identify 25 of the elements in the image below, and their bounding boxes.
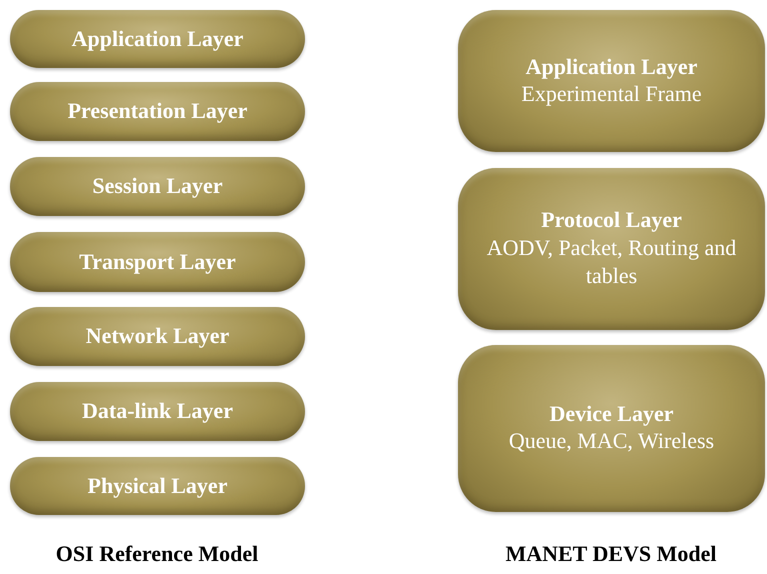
model-caption: MANET DEVS Model bbox=[505, 541, 717, 567]
layer-title: Network Layer bbox=[86, 323, 230, 350]
layer-description: Experimental Frame bbox=[521, 80, 702, 108]
layer-title: Physical Layer bbox=[88, 472, 228, 500]
layer-pill bbox=[10, 457, 305, 515]
layer-pill bbox=[10, 382, 305, 441]
layer-title: Device Layer bbox=[550, 401, 674, 428]
layer-pill bbox=[10, 82, 305, 141]
layer-description: AODV, Packet, Routing and tables bbox=[486, 234, 738, 290]
layer-box bbox=[458, 10, 765, 152]
layer-title: Data-link Layer bbox=[82, 398, 233, 425]
layer-title: Presentation Layer bbox=[68, 98, 248, 125]
layer-pill bbox=[10, 232, 305, 292]
layer-pill bbox=[10, 157, 305, 216]
layer-pill bbox=[10, 307, 305, 366]
layer-box bbox=[458, 345, 765, 512]
layer-box bbox=[458, 168, 765, 330]
model-caption: OSI Reference Model bbox=[56, 541, 258, 567]
layer-title: Protocol Layer bbox=[541, 207, 682, 234]
layer-title: Application Layer bbox=[72, 26, 244, 52]
layer-description: Queue, MAC, Wireless bbox=[508, 427, 714, 456]
layer-title: Transport Layer bbox=[79, 248, 236, 276]
layer-title: Session Layer bbox=[92, 173, 223, 200]
layer-title: Application Layer bbox=[526, 54, 698, 80]
layer-pill bbox=[10, 10, 305, 68]
